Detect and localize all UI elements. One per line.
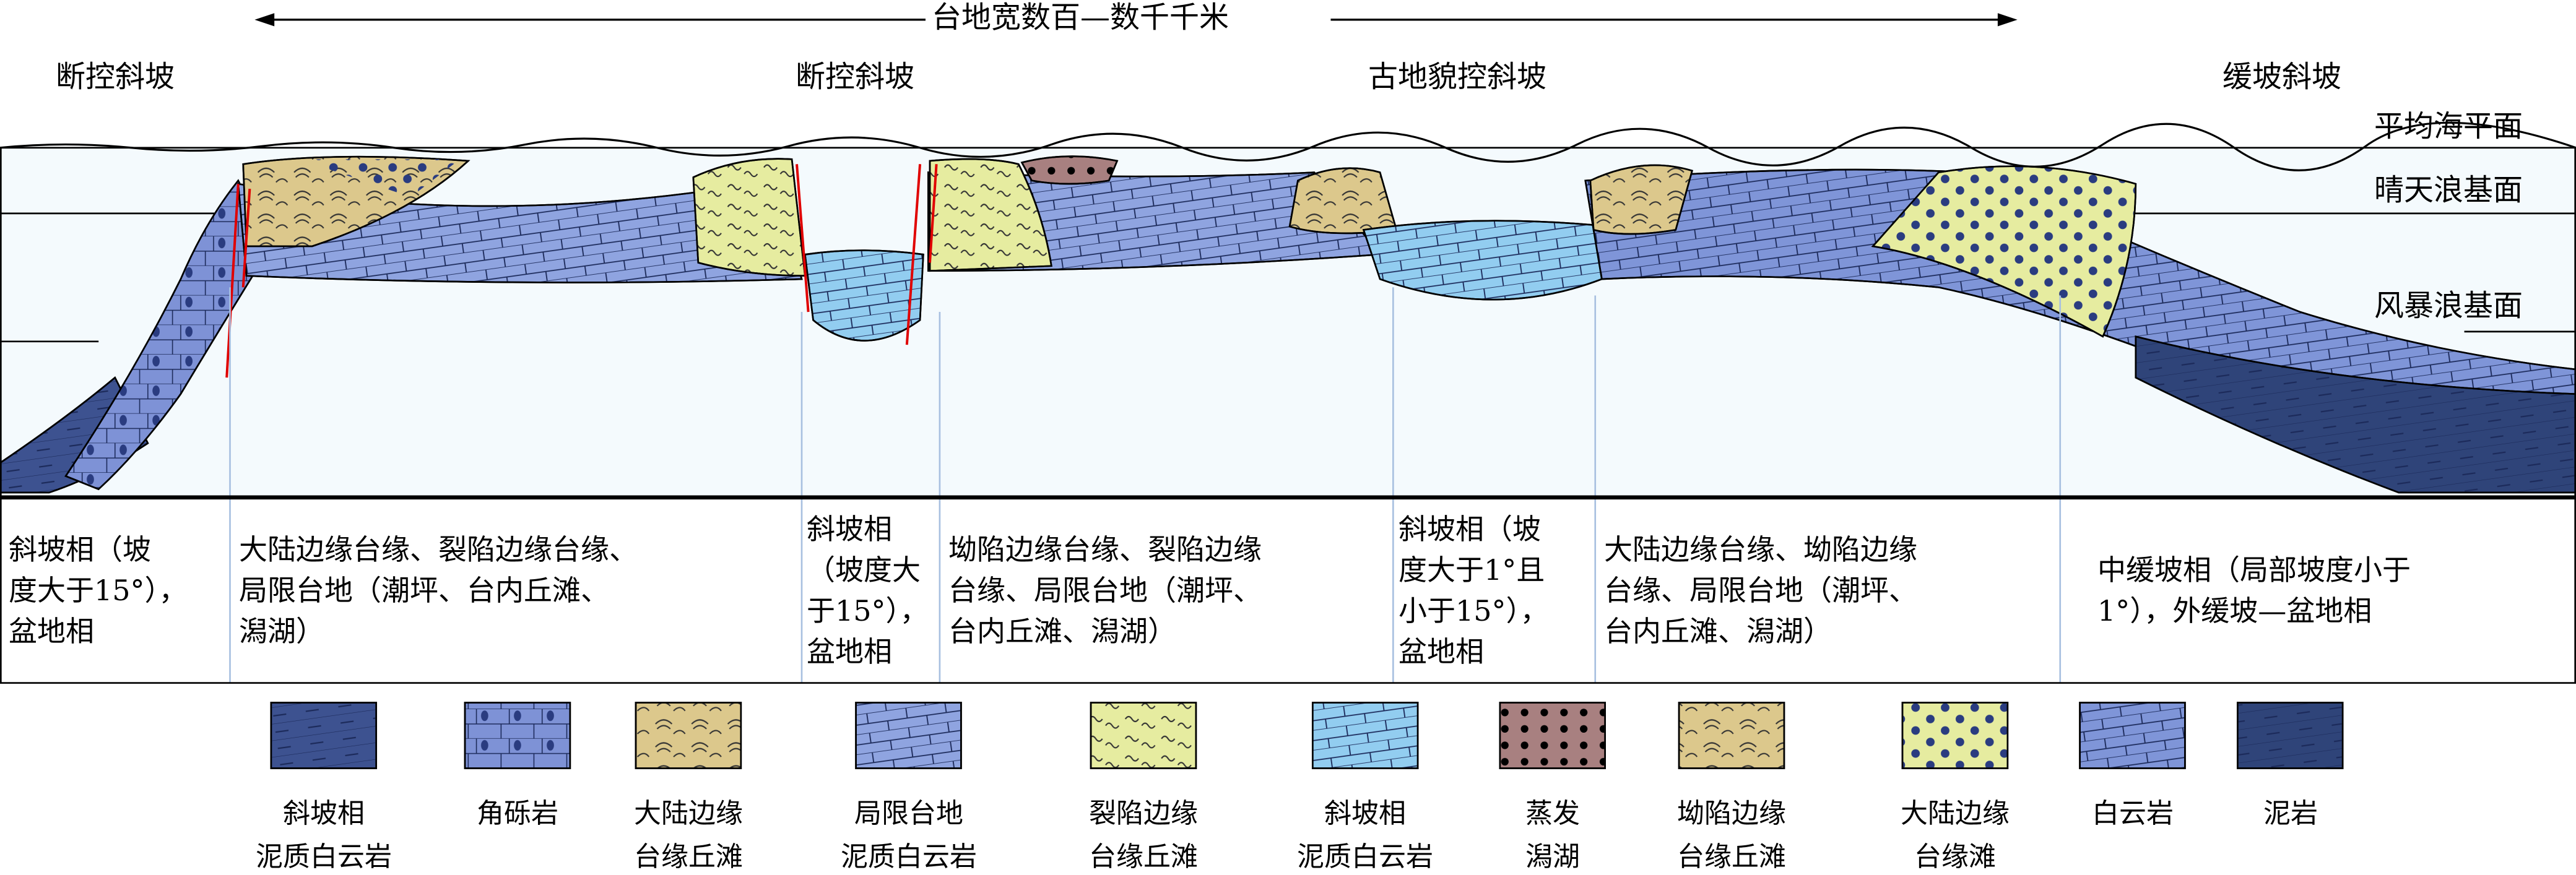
cell-line: 台缘、局限台地（潮坪、: [1604, 574, 1917, 607]
legend-label-restricted-platform: 局限台地泥质白云岩: [816, 792, 1002, 875]
legend-label-line: 大陆边缘: [1901, 798, 2010, 829]
cell-line: 台缘、局限台地（潮坪、: [948, 574, 1262, 607]
legend-swatches: [270, 702, 2344, 769]
legend-label-continental-margin-shoal: 大陆边缘台缘滩: [1862, 792, 2048, 875]
legend-label-line: 台缘丘滩: [1677, 841, 1786, 873]
cell-line: 度大于1°且: [1399, 553, 1545, 587]
legend-label-line: 潟湖: [1525, 841, 1580, 873]
legend-label-evaporite-lagoon: 蒸发潟湖: [1460, 792, 1646, 875]
platform-3-ramp: [1584, 164, 2576, 494]
platform-2: [927, 155, 1398, 272]
cell-line: 潟湖）: [239, 614, 324, 648]
zone-label-fault-slope-1: 断控斜坡: [56, 59, 175, 94]
trough-2: [1362, 220, 1611, 301]
table-cell-platform-2: 坳陷边缘台缘、裂陷边缘台缘、局限台地（潮坪、台内丘滩、潟湖）: [940, 499, 1394, 682]
legend-label-line: 坳陷边缘: [1677, 798, 1786, 829]
cell-line: 台内丘滩、潟湖）: [1604, 614, 1832, 648]
trough-1: [804, 249, 924, 342]
legend-label-line: 泥岩: [2263, 798, 2318, 829]
table-cell-ramp: 中缓坡相（局部坡度小于 1°），外缓坡—盆地相: [2060, 499, 2576, 682]
legend-label-line: 局限台地: [854, 798, 963, 829]
legend-label-line: 泥质白云岩: [256, 841, 392, 873]
cell-line: 坳陷边缘台缘、裂陷边缘: [948, 533, 1262, 566]
cell-line: 于15°），: [807, 594, 929, 627]
mean-sea-level-label: 平均海平面: [2374, 109, 2523, 144]
cell-line: 1°），外缓坡—盆地相: [2097, 594, 2372, 627]
table-cell-platform-1: 大陆边缘台缘、裂陷边缘台缘、局限台地（潮坪、台内丘滩、潟湖）: [230, 499, 802, 682]
figure-frame: [0, 147, 2576, 684]
sea-level-line: [0, 121, 2576, 171]
cell-line: 大陆边缘台缘、裂陷边缘台缘、: [239, 533, 638, 566]
legend-label-slope-muddy-dolomite-light: 斜坡相泥质白云岩: [1272, 792, 1458, 875]
platform-width-label: 台地宽数百—数千千米: [926, 2, 1236, 32]
cell-line: 中缓坡相（局部坡度小于: [2097, 553, 2411, 587]
cell-line: 盆地相: [1399, 635, 1484, 668]
legend-label-line: 裂陷边缘: [1089, 798, 1198, 829]
cell-line: 大陆边缘台缘、坳陷边缘: [1604, 533, 1917, 566]
legend-label-depression-margin-mound: 坳陷边缘台缘丘滩: [1639, 792, 1824, 875]
legend-label-line: 蒸发: [1525, 798, 1580, 829]
storm-wave-base-label: 风暴浪基面: [2374, 288, 2523, 323]
fair-weather-wave-base-label: 晴天浪基面: [2374, 173, 2523, 207]
legend-label-breccia: 角砾岩: [425, 792, 610, 835]
width-span-arrow: [254, 13, 2018, 27]
platform-1: [237, 155, 806, 283]
cell-line: 盆地相: [807, 635, 892, 668]
table-cell-slope-1: 斜坡相（坡度大于15°）， 盆地相: [0, 499, 230, 682]
legend-label-rift-margin-mound: 裂陷边缘台缘丘滩: [1051, 792, 1236, 875]
left-slope: [0, 179, 272, 494]
cell-line: 度大于15°），: [9, 574, 188, 607]
cell-line: （坡度大: [807, 553, 921, 587]
table-cell-slope-2: 斜坡相 （坡度大于15°）， 盆地相: [802, 499, 940, 682]
legend-label-line: 台缘滩: [1914, 841, 1996, 873]
cell-line: 台内丘滩、潟湖）: [948, 614, 1176, 648]
table-cell-platform-3: 大陆边缘台缘、坳陷边缘台缘、局限台地（潮坪、台内丘滩、潟湖）: [1595, 499, 2060, 682]
cell-line: 斜坡相（坡: [9, 533, 151, 566]
zone-label-gentle-slope: 缓坡斜坡: [2223, 59, 2342, 94]
cell-line: 小于15°），: [1399, 594, 1549, 627]
legend-label-line: 泥质白云岩: [841, 841, 977, 873]
legend-label-dolomite: 白云岩: [2040, 792, 2226, 835]
legend-label-line: 泥质白云岩: [1297, 841, 1433, 873]
legend-label-mudstone: 泥岩: [2198, 792, 2383, 835]
cell-line: 斜坡相（坡: [1399, 512, 1541, 546]
legend-label-line: 台缘丘滩: [1089, 841, 1198, 873]
cell-line: 局限台地（潮坪、台内丘滩、: [239, 574, 609, 607]
table-cell-slope-3: 斜坡相（坡度大于1°且小于15°）， 盆地相: [1394, 499, 1595, 682]
cell-line: 盆地相: [9, 614, 94, 648]
legend-label-line: 台缘丘滩: [634, 841, 743, 873]
zone-label-paleo-slope: 古地貌控斜坡: [1368, 59, 1547, 94]
legend-label-continental-margin-mound: 大陆边缘台缘丘滩: [596, 792, 781, 875]
legend-label-line: 白云岩: [2092, 798, 2174, 829]
zone-label-fault-slope-2: 断控斜坡: [796, 59, 915, 94]
legend-label-line: 斜坡相: [283, 798, 365, 829]
cell-line: 斜坡相: [807, 512, 892, 546]
legend-label-line: 角砾岩: [477, 798, 558, 829]
legend-label-slope-muddy-dolomite-dark: 斜坡相泥质白云岩: [231, 792, 417, 875]
legend-label-line: 斜坡相: [1324, 798, 1406, 829]
legend-label-line: 大陆边缘: [634, 798, 743, 829]
fault-lines: [225, 164, 938, 378]
